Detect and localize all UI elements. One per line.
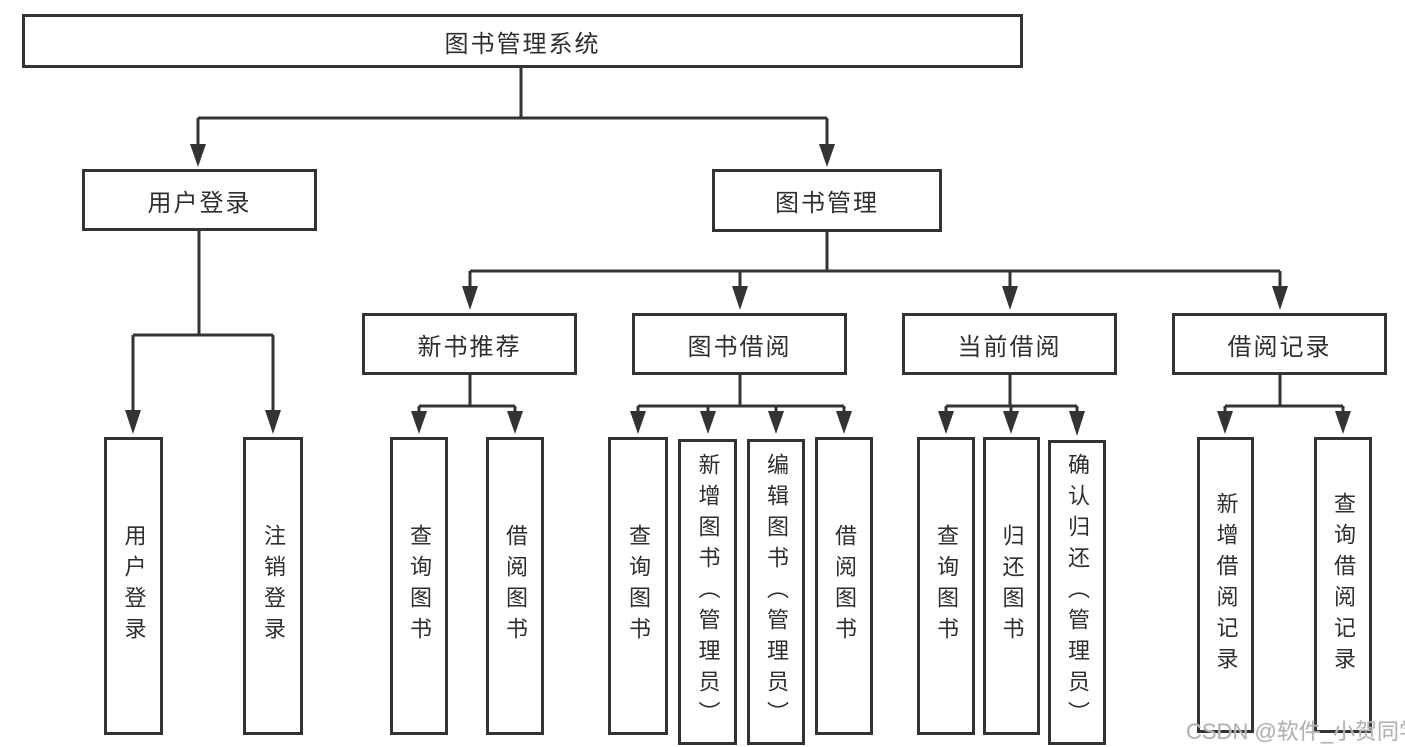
leaf-br-add-record: 新增借阅记录 bbox=[1197, 437, 1254, 733]
leaf-label: 编辑图书（管理员） bbox=[764, 452, 789, 732]
leaf-bb-add-books-admin: 新增图书（管理员） bbox=[678, 439, 737, 745]
leaf-label: 查询图书 bbox=[626, 524, 651, 648]
node-label: 借阅记录 bbox=[1227, 333, 1332, 361]
leaf-label: 用户登录 bbox=[121, 524, 147, 648]
leaf-bb-borrow-books: 借阅图书 bbox=[815, 437, 873, 735]
leaf-nb-borrow-books: 借阅图书 bbox=[486, 437, 544, 735]
leaf-label: 新增借阅记录 bbox=[1213, 492, 1239, 678]
leaf-br-query-record: 查询借阅记录 bbox=[1314, 437, 1372, 733]
node-label: 新书推荐 bbox=[417, 333, 522, 361]
leaf-label: 新增图书（管理员） bbox=[695, 452, 721, 732]
leaf-label: 借阅图书 bbox=[832, 524, 857, 648]
node-book-borrow: 图书借阅 bbox=[632, 313, 847, 375]
leaf-bb-edit-books-admin: 编辑图书（管理员） bbox=[747, 439, 805, 745]
node-label: 图书管理系统 bbox=[444, 30, 601, 58]
node-label: 图书借阅 bbox=[687, 333, 792, 361]
node-label: 用户登录 bbox=[147, 189, 252, 217]
leaf-label: 归还图书 bbox=[999, 524, 1025, 648]
leaf-label: 借阅图书 bbox=[503, 524, 528, 648]
node-current-borrow: 当前借阅 bbox=[902, 313, 1117, 375]
node-label: 图书管理 bbox=[775, 190, 879, 217]
leaf-user-login: 用户登录 bbox=[104, 437, 163, 735]
leaf-logout: 注销登录 bbox=[243, 437, 303, 735]
node-label: 当前借阅 bbox=[957, 333, 1062, 361]
leaf-label: 注销登录 bbox=[261, 524, 286, 648]
leaf-cb-query-books: 查询图书 bbox=[917, 437, 975, 735]
leaf-label: 确认归还（管理员） bbox=[1065, 453, 1090, 732]
node-user-login: 用户登录 bbox=[82, 169, 317, 231]
leaf-label: 查询借阅记录 bbox=[1331, 492, 1356, 678]
leaf-nb-query-books: 查询图书 bbox=[390, 437, 448, 735]
leaf-label: 查询图书 bbox=[407, 524, 432, 648]
node-new-book-recommend: 新书推荐 bbox=[362, 313, 577, 375]
node-book-management: 图书管理 bbox=[712, 169, 942, 232]
leaf-cb-confirm-return-admin: 确认归还（管理员） bbox=[1048, 440, 1106, 745]
leaf-cb-return-books: 归还图书 bbox=[983, 437, 1040, 735]
leaf-label: 查询图书 bbox=[934, 524, 959, 648]
node-borrow-records: 借阅记录 bbox=[1172, 313, 1387, 375]
node-library-management-system: 图书管理系统 bbox=[22, 14, 1023, 68]
leaf-bb-query-books: 查询图书 bbox=[608, 437, 668, 735]
